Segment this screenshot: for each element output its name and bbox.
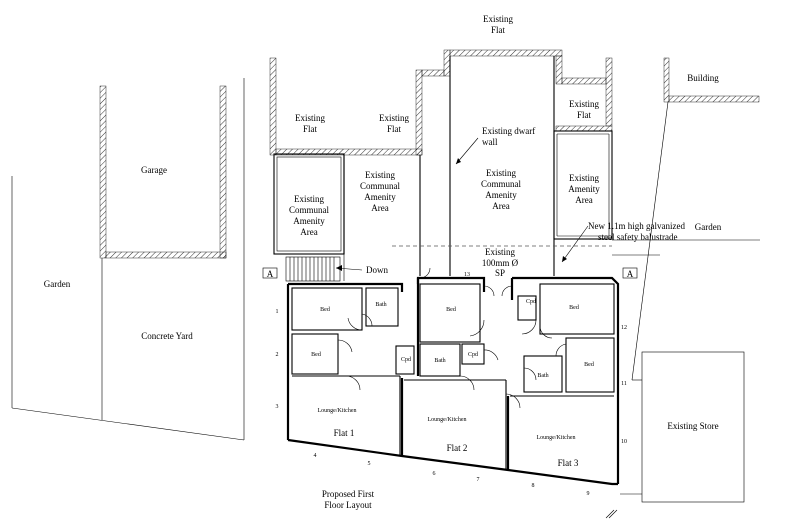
svg-text:11: 11 [621, 381, 627, 387]
room-bed-3: Bed [446, 307, 456, 313]
label-dwarf-wall: Existing dwarf [482, 126, 535, 136]
room-cpd-2: Cpd [468, 352, 478, 358]
label-existing-flat-mid: Existing [379, 113, 410, 123]
flat-3-walls [510, 283, 615, 397]
svg-text:12: 12 [621, 325, 627, 331]
svg-text:Amenity: Amenity [568, 184, 600, 194]
svg-text:Communal: Communal [360, 181, 400, 191]
existing-walls-top [269, 49, 760, 156]
svg-text:6: 6 [433, 471, 436, 477]
svg-text:Communal: Communal [289, 205, 329, 215]
room-lounge-3: Lounge/Kitchen [537, 435, 576, 441]
flat-1-walls [291, 287, 415, 456]
drawing-caption: Proposed First [322, 489, 375, 499]
flat-2-walls [404, 283, 521, 470]
room-cpd-3: Cpd [526, 299, 536, 305]
section-marker-left: A [262, 267, 278, 279]
leader-lines [335, 137, 589, 271]
misc-marks [419, 267, 618, 519]
room-bed-4: Bed [569, 305, 579, 311]
room-bed-1: Bed [320, 307, 330, 313]
label-existing-flat-top-2: Flat [491, 25, 506, 35]
label-existing-flat-top: Existing [483, 14, 514, 24]
label-existing-flat-right-2: Flat [577, 110, 592, 120]
amenity-areas [273, 56, 613, 276]
svg-text:Area: Area [371, 203, 389, 213]
svg-text:Communal: Communal [481, 179, 521, 189]
label-balustrade: New 1.1m high galvanized [588, 221, 685, 231]
svg-text:8: 8 [532, 483, 535, 489]
stairs [285, 254, 345, 282]
label-down: Down [366, 265, 388, 275]
label-amenity-left: Existing Communal Amenity Area [289, 194, 329, 237]
svg-text:Area: Area [575, 195, 593, 205]
label-existing-flat-right: Existing [569, 99, 600, 109]
svg-text:2: 2 [276, 352, 279, 358]
svg-text:5: 5 [368, 461, 371, 467]
label-existing-store: Existing Store [667, 421, 718, 431]
svg-text:Amenity: Amenity [485, 190, 517, 200]
room-bed-5: Bed [584, 362, 594, 368]
room-bath-2: Bath [434, 358, 445, 364]
svg-text:3: 3 [276, 404, 279, 410]
svg-text:A: A [627, 269, 634, 279]
label-balustrade-2: steel safety balustrade [598, 232, 677, 242]
svg-text:10: 10 [621, 439, 627, 445]
svg-text:13: 13 [464, 272, 470, 278]
label-existing-flat-left: Existing [295, 113, 326, 123]
svg-text:Area: Area [300, 227, 318, 237]
label-dwarf-wall-2: wall [482, 137, 498, 147]
window-numbers: 1 2 3 4 5 6 7 8 9 10 11 12 13 [276, 272, 628, 497]
room-lounge-1: Lounge/Kitchen [318, 408, 357, 414]
svg-text:Area: Area [492, 201, 510, 211]
label-pipe: Existing [485, 247, 516, 257]
svg-text:Existing: Existing [569, 173, 600, 183]
label-garden-right: Garden [695, 222, 722, 232]
label-pipe-2: 100mm Ø [482, 258, 519, 268]
label-garage: Garage [141, 165, 167, 175]
svg-text:1: 1 [276, 309, 279, 315]
label-building: Building [687, 73, 719, 83]
label-existing-flat-mid-2: Flat [387, 124, 402, 134]
site-boundaries-right [612, 101, 760, 503]
label-amenity-right: Existing Amenity Area [568, 173, 600, 205]
room-flat-1: Flat 1 [334, 428, 355, 438]
room-bed-2: Bed [311, 352, 321, 358]
svg-text:A: A [267, 269, 274, 279]
svg-text:Amenity: Amenity [364, 192, 396, 202]
label-concrete-yard: Concrete Yard [141, 331, 193, 341]
flats-outer-walls [286, 276, 620, 486]
svg-text:Existing: Existing [294, 194, 325, 204]
room-flat-3: Flat 3 [558, 458, 579, 468]
garage-structure [99, 85, 227, 259]
svg-text:Existing: Existing [365, 170, 396, 180]
drawing-caption-2: Floor Layout [324, 500, 372, 510]
section-marker-right: A [622, 267, 638, 279]
room-bath-1: Bath [375, 302, 386, 308]
svg-text:7: 7 [477, 477, 480, 483]
label-garden-left: Garden [44, 279, 71, 289]
svg-text:4: 4 [314, 453, 317, 459]
site-boundaries-left [11, 78, 245, 441]
svg-text:Amenity: Amenity [293, 216, 325, 226]
label-pipe-3: SP [495, 268, 505, 278]
room-flat-2: Flat 2 [447, 443, 468, 453]
room-lounge-2: Lounge/Kitchen [428, 417, 467, 423]
label-existing-flat-left-2: Flat [303, 124, 318, 134]
svg-text:9: 9 [587, 491, 590, 497]
svg-text:Existing: Existing [486, 168, 517, 178]
label-amenity-center: Existing Communal Amenity Area [481, 168, 521, 211]
label-amenity-mid: Existing Communal Amenity Area [360, 170, 400, 213]
room-bath-3: Bath [537, 373, 548, 379]
room-cpd-1: Cpd [401, 357, 411, 363]
